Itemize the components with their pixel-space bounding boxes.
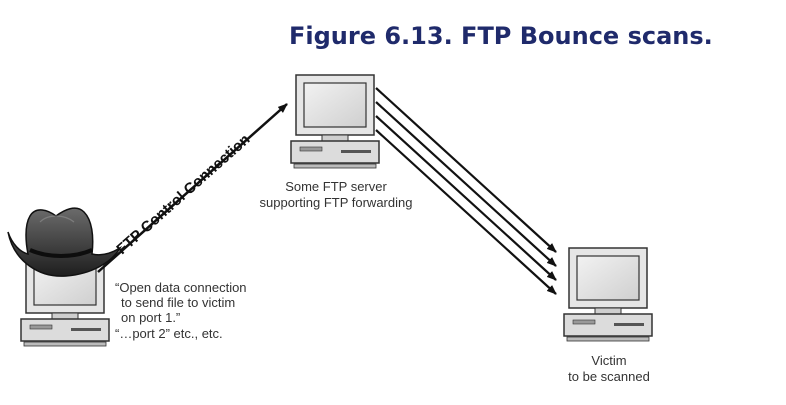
ftp-server-computer: Some FTP server supporting FTP forwardin…	[260, 74, 413, 210]
cowboy-hat-icon	[7, 207, 123, 277]
computer-icon	[563, 247, 653, 342]
scan-arrow	[375, 115, 557, 281]
attacker-note-line-4: “…port 2” etc., etc.	[115, 326, 223, 341]
computer-icon	[290, 74, 380, 169]
attacker-note-line-1: “Open data connection	[115, 280, 247, 295]
victim-label-line-2: to be scanned	[568, 369, 650, 384]
ftp-control-connection-arrow: FTP Control Connection	[97, 103, 288, 273]
scan-arrow	[375, 101, 557, 267]
victim-label-line-1: Victim	[591, 353, 626, 368]
scan-arrows	[375, 87, 557, 295]
server-label-line-1: Some FTP server	[285, 179, 387, 194]
attacker-note-line-3: on port 1.”	[121, 310, 180, 325]
server-label-line-2: supporting FTP forwarding	[260, 195, 413, 210]
attacker-computer: “Open data connection to send file to vi…	[7, 207, 247, 347]
scan-arrow	[375, 129, 557, 295]
victim-computer: Victim to be scanned	[563, 247, 653, 384]
control-connection-label: FTP Control Connection	[113, 131, 253, 258]
figure-title: Figure 6.13. FTP Bounce scans.	[289, 22, 713, 50]
attacker-note-line-2: to send file to victim	[121, 295, 235, 310]
scan-arrow	[375, 87, 557, 253]
